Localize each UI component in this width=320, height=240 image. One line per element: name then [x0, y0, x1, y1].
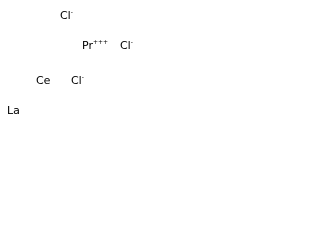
atom-symbol: Cl	[71, 74, 82, 87]
chloride-ion-label: Cl-	[60, 9, 73, 23]
chloride-ion-label: Cl-	[71, 74, 84, 88]
chloride-ion-label: Cl-	[120, 39, 133, 53]
lanthanum-atom-label: La	[7, 105, 20, 118]
atom-symbol: Pr	[82, 39, 93, 52]
structure-canvas: Cl- Pr+++ Cl- Ce Cl- La	[0, 0, 140, 123]
atom-charge: -	[130, 39, 133, 46]
praseodymium-ion-label: Pr+++	[82, 39, 109, 53]
atom-symbol: Cl	[120, 39, 131, 52]
atom-symbol: Cl	[60, 9, 71, 22]
cerium-atom-label: Ce	[36, 75, 50, 88]
atom-symbol: La	[7, 104, 20, 117]
atom-charge: -	[81, 74, 84, 81]
atom-charge: +++	[92, 39, 109, 46]
atom-charge: -	[70, 9, 73, 16]
atom-symbol: Ce	[36, 74, 51, 87]
